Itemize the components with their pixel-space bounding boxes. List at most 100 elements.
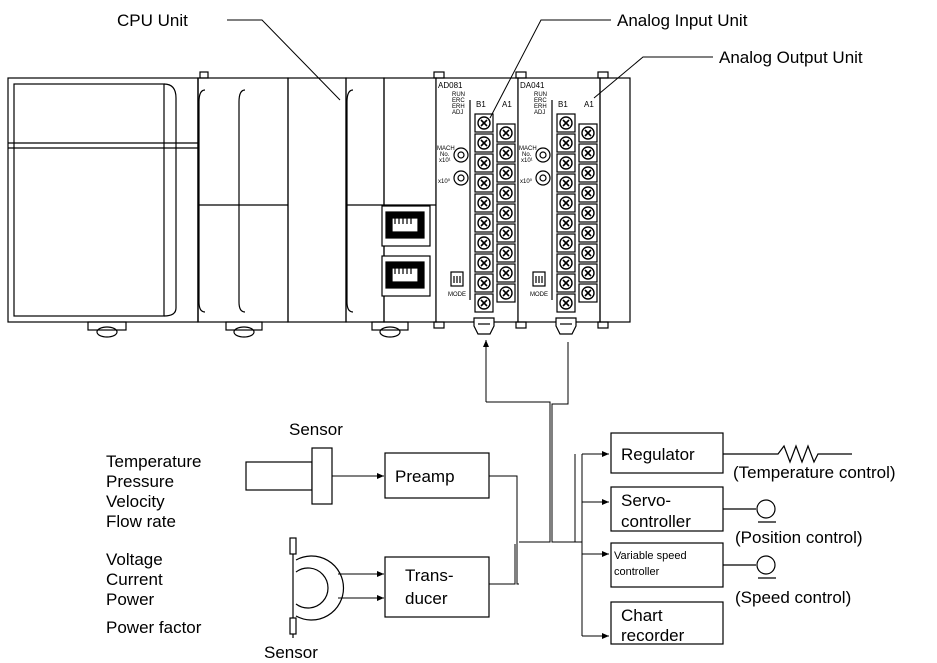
quantity-label: Voltage — [106, 550, 163, 569]
temperature-control-label: (Temperature control) — [733, 463, 896, 482]
column-label: B1 — [476, 100, 486, 109]
terminal-screw-icon — [474, 293, 494, 313]
quantity-label: Flow rate — [106, 512, 176, 531]
output-model-label: DA041 — [520, 81, 545, 90]
terminal-screw-icon — [578, 203, 598, 223]
column-label: B1 — [558, 100, 568, 109]
cpu-unit-label: CPU Unit — [117, 11, 188, 30]
analog-input-unit-label: Analog Input Unit — [617, 11, 748, 30]
led-label: ADJ — [452, 110, 463, 116]
terminal-screw-icon — [556, 273, 576, 293]
rotary-switches — [450, 147, 551, 287]
terminal-screw-icon — [474, 253, 494, 273]
mode-label: MODE — [530, 292, 548, 298]
mach-label: x10⁰ — [438, 178, 451, 185]
cpu-unit-body — [197, 71, 437, 338]
output-connector — [555, 317, 577, 335]
input-wiring — [332, 473, 519, 601]
ct-sensor-icon — [289, 617, 297, 635]
terminal-screw-icon — [578, 223, 598, 243]
terminal-screw-icon — [496, 163, 516, 183]
analog-output-leader — [593, 56, 713, 99]
terminal-screw-icon — [474, 173, 494, 193]
terminal-screw-icon — [496, 263, 516, 283]
column-label: A1 — [584, 100, 594, 109]
analog-output-unit-label: Analog Output Unit — [719, 48, 863, 67]
led-label: ERH — [452, 104, 465, 110]
output-devices — [610, 432, 724, 645]
signal-conditioners — [384, 452, 490, 618]
transducer-label: ducer — [405, 589, 448, 608]
variable-speed-label: controller — [614, 566, 660, 578]
variable-speed-label: Variable speed — [614, 550, 687, 562]
input-sensors — [245, 447, 345, 638]
variable-speed-box — [610, 542, 724, 588]
terminal-screw-icon — [578, 243, 598, 263]
transducer-box — [384, 556, 490, 618]
terminal-screw-icon — [474, 153, 494, 173]
mach-label: x10¹ — [439, 158, 451, 164]
led-label: ERC — [452, 98, 465, 104]
quantity-label: Pressure — [106, 472, 174, 491]
terminal-screw-icon — [556, 213, 576, 233]
terminal-screw-icon — [578, 283, 598, 303]
output-module-labels: DA041 RUN ERC ERH ADJ B1 A1 MACH No. x10… — [519, 81, 594, 298]
transducer-label: Trans- — [405, 566, 454, 585]
cpu-unit-leader — [227, 19, 341, 101]
terminal-screw-icon — [496, 203, 516, 223]
terminal-screw-icon — [578, 263, 598, 283]
heater-resistor-icon — [723, 444, 852, 464]
rotary-switch-icon — [457, 151, 465, 159]
regulator-label: Regulator — [621, 445, 695, 464]
chart-recorder-box — [610, 601, 724, 645]
rotary-switch-icon — [539, 174, 547, 182]
led-label: ERH — [534, 104, 547, 110]
motor-icon — [756, 555, 776, 575]
terminal-screw-icon — [496, 283, 516, 303]
probe-sensor-icon — [311, 447, 333, 505]
terminal-screw-icon — [474, 233, 494, 253]
mach-label: MACH — [437, 146, 455, 152]
terminal-screw-icon — [474, 213, 494, 233]
sensor-top-label: Sensor — [289, 420, 343, 439]
rotary-switch-icon — [539, 151, 547, 159]
ct-sensor-icon — [295, 567, 329, 609]
mode-label: MODE — [448, 292, 466, 298]
rotary-switch-icon — [457, 174, 465, 182]
quantity-label: Power — [106, 590, 155, 609]
ct-sensor-icon — [295, 555, 345, 621]
servo-box — [610, 486, 724, 532]
terminal-screw-icon — [556, 193, 576, 213]
terminal-screw-icon — [578, 143, 598, 163]
module-wiring — [483, 340, 576, 543]
preamp-label: Preamp — [395, 467, 455, 486]
servo-label: Servo- — [621, 491, 671, 510]
chart-recorder-label: Chart — [621, 606, 663, 625]
regulator-box — [610, 432, 724, 474]
quantity-label: Temperature — [106, 452, 201, 471]
quantity-label: Power factor — [106, 618, 202, 637]
column-label: A1 — [502, 100, 512, 109]
preamp-box — [384, 452, 490, 499]
terminal-screw-icon — [578, 163, 598, 183]
terminal-screw-icon — [474, 193, 494, 213]
terminal-screw-icon — [496, 123, 516, 143]
power-supply-unit — [7, 77, 199, 338]
end-cover — [597, 71, 631, 329]
mach-label: MACH — [519, 146, 537, 152]
led-label: RUN — [534, 92, 547, 98]
mach-label: x10⁰ — [520, 178, 533, 185]
probe-sensor-icon — [245, 461, 313, 491]
speed-control-label: (Speed control) — [735, 588, 851, 607]
motor-icon — [756, 499, 776, 519]
terminal-screw-icon — [556, 133, 576, 153]
terminal-screw-icon — [474, 133, 494, 153]
ct-sensor-icon — [289, 537, 297, 555]
terminal-screw-icon — [496, 183, 516, 203]
input-module-labels: AD081 RUN ERC ERH ADJ B1 A1 MACH No. x10… — [437, 81, 512, 298]
analog-input-leader — [489, 19, 611, 119]
terminal-screw-icon — [556, 173, 576, 193]
terminal-screw-icon — [556, 113, 576, 133]
terminal-screw-icon — [578, 123, 598, 143]
